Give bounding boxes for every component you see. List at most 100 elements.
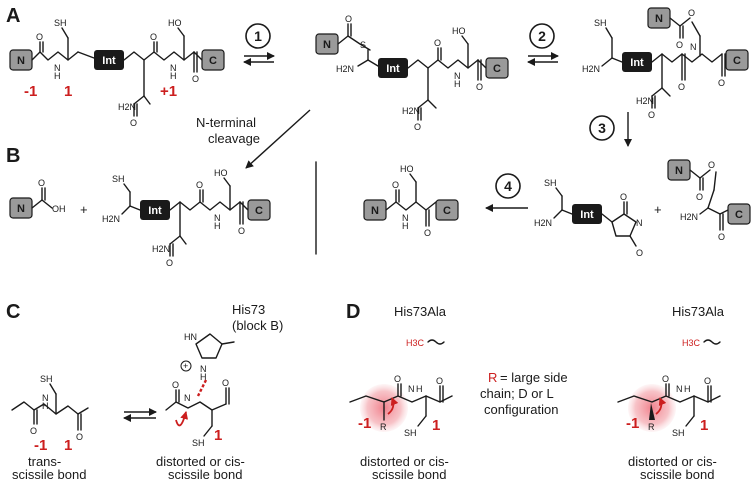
c-extein-label: C [735,209,743,221]
atom-h2n: H2N [582,64,600,74]
rotation-arrow [175,411,189,427]
rotation-arrow [655,397,667,415]
c-extein-label: C [255,205,263,217]
atom-h: H [170,71,177,81]
atom-o: O [36,32,43,42]
h3c-label-right: H3C [682,338,701,348]
atom-o: O [394,374,401,384]
atom-h2n: H2N [118,102,136,112]
position-minus-1: -1 [626,415,639,432]
step-2-label: 2 [538,28,546,44]
cleavage-label-line2: cleavage [208,131,260,146]
atom-sh: SH [112,174,125,184]
caption-distorted-line1: distorted or cis- [156,454,245,469]
step-1-label: 1 [254,28,262,44]
atom-o: O [166,258,173,268]
atom-s: S [360,40,366,50]
atom-h2n: H2N [534,218,552,228]
precursor-structure: N O N H SH Int O H2N O N H HO O C -1 [9,18,225,128]
atom-o: O [414,122,421,132]
atom-o: O [238,226,245,236]
c-extein-box [727,203,751,225]
atom-o: O [648,110,655,120]
atom-o: O [76,432,83,442]
atom-h2n: H2N [680,212,698,222]
step-4-marker [495,173,521,199]
position-1: 1 [64,437,72,454]
position-1: 1 [214,427,222,444]
atom-ho: HO [168,18,182,28]
atom-o: O [30,426,37,436]
atom-o: O [718,78,725,88]
atom-h: H [684,384,691,394]
note-line2: chain; D or L [480,386,554,401]
atom-o: O [620,192,627,202]
panel-label-c: C [6,301,20,323]
atom-n: N [676,384,683,394]
atom-n: N [42,393,49,403]
succinimide-intein: SH H2N Int O N O [534,178,643,258]
c-extein-box [247,199,271,221]
atom-o: O [662,374,669,384]
position-1: 1 [64,83,72,100]
atom-o: O [476,82,483,92]
atom-o: O [636,248,643,258]
trans-scissile-structure: SH O N H O -1 1 [11,374,89,454]
atom-o: O [345,14,352,24]
distorted-scissile-structure-d2: R O N H SH O -1 1 [617,374,721,438]
cleavage-label-line1: N-terminal [196,115,256,130]
distorted-scissile-structure-d1: R O N H SH O -1 1 [349,374,453,438]
position-1: 1 [700,417,708,434]
his73-label: His73 [232,302,265,317]
n-extein-label: N [17,203,25,215]
n-extein-label: N [675,165,683,177]
c-extein-label: C [493,63,501,75]
spliced-product: N O N H HO O C [363,164,459,238]
his73ala-label-right: His73Ala [672,304,725,319]
step-1-marker [245,23,271,49]
intein-box [140,200,170,220]
c-extein-label: C [209,55,217,67]
position-plus-1: +1 [160,83,177,100]
positive-charge-marker [180,360,192,372]
atom-ho: HO [400,164,414,174]
atom-ho: HO [452,26,466,36]
c-extein-box [201,49,225,71]
carboxylic-acid-product: N O OH [9,178,66,219]
atom-o: O [718,232,725,242]
atom-h2n: H2N [636,96,654,106]
atom-h2n: H2N [152,244,170,254]
atom-h: H [416,384,423,394]
position-1: 1 [432,417,440,434]
atom-o: O [222,378,229,388]
intein-label: Int [148,205,162,217]
n-extein-label: N [655,13,663,25]
atom-ho: HO [214,168,228,178]
wavy-bond [703,339,721,345]
atom-oh: OH [52,204,66,214]
position-minus-1: -1 [34,437,47,454]
thioester-structure: N O S H2N Int O H2N O N H HO O C [315,14,509,132]
panel-label-d: D [346,301,360,323]
atom-sh: SH [544,178,557,188]
c-extein-box [485,57,509,79]
intein-label: Int [580,209,594,221]
panel-label-a: A [6,5,20,27]
atom-sh: SH [192,438,205,448]
wedge-bond [649,403,655,420]
atom-sh: SH [54,18,67,28]
caption-d2-line2: scissile bond [640,467,714,480]
atom-o: O [678,82,685,92]
atom-n: N [184,393,191,403]
atom-h2n: H2N [336,64,354,74]
atom-n: N [214,213,221,223]
atom-n: N [54,63,61,73]
intein-box [572,204,602,224]
caption-d2-line1: distorted or cis- [628,454,717,469]
atom-h: H [402,221,409,231]
r-group: R [648,422,655,432]
intein-label: Int [630,57,644,69]
c-extein-box [435,199,459,221]
atom-n: N [170,63,177,73]
n-extein-label: N [17,55,25,67]
